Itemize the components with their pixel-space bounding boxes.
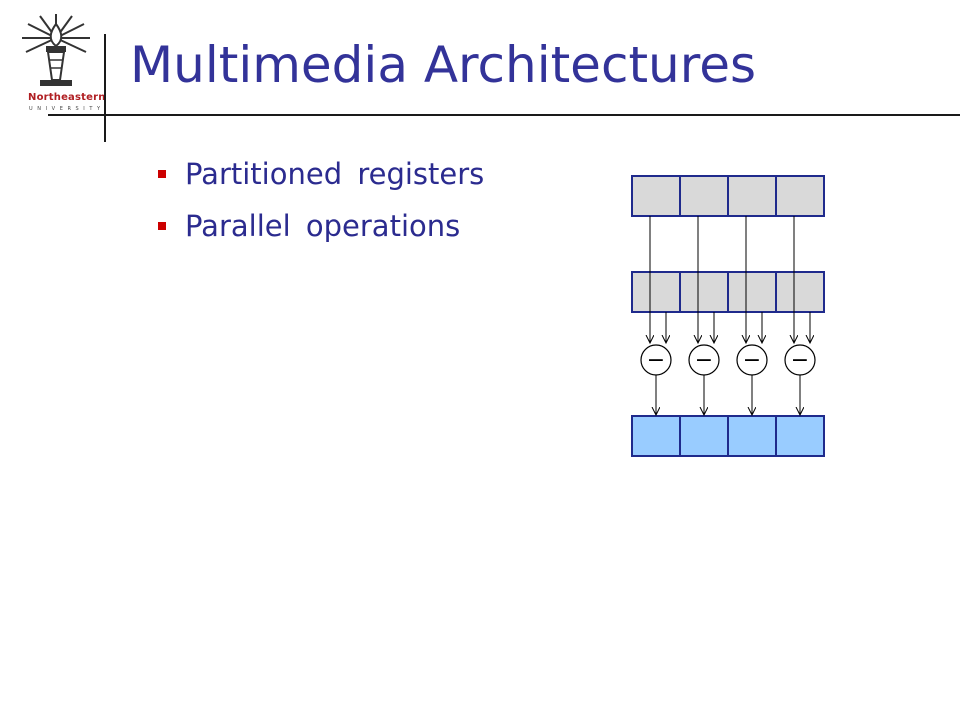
bullet-list: Partitioned registers Parallel operation… <box>158 148 484 252</box>
logo-subtitle: UNIVERSITY <box>29 106 105 112</box>
bullet-square-icon <box>158 170 166 178</box>
source-register-a-cell <box>727 175 777 217</box>
simd-subtraction-diagram: −−−− <box>631 175 825 457</box>
source-register-b-cell <box>679 271 729 313</box>
northeastern-logo: Northeastern UNIVERSITY <box>10 10 105 112</box>
result-register-cell <box>631 415 681 457</box>
minus-sign: − <box>695 348 713 373</box>
bullet-text: Partitioned registers <box>185 157 485 191</box>
source-register-a-cell <box>775 175 825 217</box>
source-register-a-cell <box>631 175 681 217</box>
bullet-text: Parallel operations <box>185 209 461 243</box>
bullet-item: Partitioned registers <box>158 148 484 200</box>
result-register-cell <box>775 415 825 457</box>
minus-sign: − <box>791 348 809 373</box>
source-register-b-cell <box>631 271 681 313</box>
bullet-item: Parallel operations <box>158 200 484 252</box>
result-register-cell <box>679 415 729 457</box>
torch-icon <box>22 14 90 86</box>
bullet-square-icon <box>158 222 166 230</box>
logo-wordmark: Northeastern <box>28 92 106 103</box>
vertical-divider <box>104 34 106 142</box>
horizontal-divider <box>48 114 960 116</box>
result-register-cell <box>727 415 777 457</box>
source-register-b-cell <box>727 271 777 313</box>
source-register-a-cell <box>679 175 729 217</box>
source-register-b-cell <box>775 271 825 313</box>
minus-sign: − <box>743 348 761 373</box>
minus-sign: − <box>647 348 665 373</box>
slide-title: Multimedia Architectures <box>130 36 757 94</box>
